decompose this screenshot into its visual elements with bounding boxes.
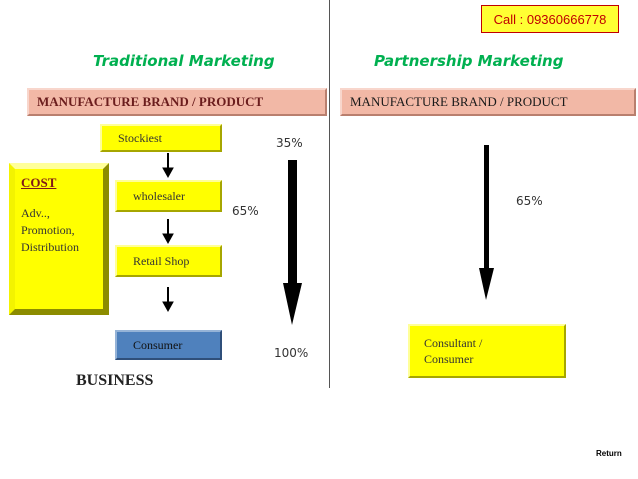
cost-box	[9, 163, 109, 315]
pct-bottom: 100%	[274, 346, 309, 360]
consultant-consumer-label: Consultant / Consumer	[424, 336, 483, 366]
chain-arrow-1	[162, 153, 174, 179]
cost-title: COST	[21, 175, 57, 190]
partnership-big-arrow	[479, 145, 494, 300]
traditional-big-arrow	[283, 160, 302, 325]
partnership-heading: Partnership Marketing	[374, 52, 564, 70]
call-badge[interactable]: Call : 09360666778	[481, 5, 619, 33]
partnership-manufacture-label: MANUFACTURE BRAND / PRODUCT	[350, 94, 568, 109]
pct-top: 35%	[276, 136, 303, 150]
retail-shop-label: Retail Shop	[133, 253, 190, 268]
partnership-pct: 65%	[516, 194, 543, 208]
center-divider	[329, 0, 330, 388]
pct-middle: 65%	[232, 204, 259, 218]
return-link[interactable]: Return	[596, 449, 622, 458]
business-label: BUSINESS	[76, 372, 154, 389]
consumer-label: Consumer	[133, 337, 183, 352]
traditional-manufacture-label: MANUFACTURE BRAND / PRODUCT	[37, 94, 264, 109]
traditional-manufacture-bar: MANUFACTURE BRAND / PRODUCT	[27, 88, 327, 116]
call-label: Call : 09360666778	[493, 11, 607, 27]
cost-body: Adv.., Promotion, Distribution	[21, 206, 80, 254]
chain-arrow-3	[162, 287, 174, 313]
stockiest-box: Stockiest	[100, 124, 222, 152]
retail-shop-box: Retail Shop	[115, 245, 222, 277]
chain-arrow-2	[162, 219, 174, 245]
partnership-manufacture-bar: MANUFACTURE BRAND / PRODUCT	[340, 88, 636, 116]
consumer-box: Consumer	[115, 330, 222, 360]
stockiest-label: Stockiest	[118, 130, 162, 145]
traditional-heading: Traditional Marketing	[93, 52, 275, 70]
wholesaler-label: wholesaler	[133, 188, 185, 203]
consultant-consumer-box: Consultant / Consumer	[408, 324, 566, 378]
wholesaler-box: wholesaler	[115, 180, 222, 212]
